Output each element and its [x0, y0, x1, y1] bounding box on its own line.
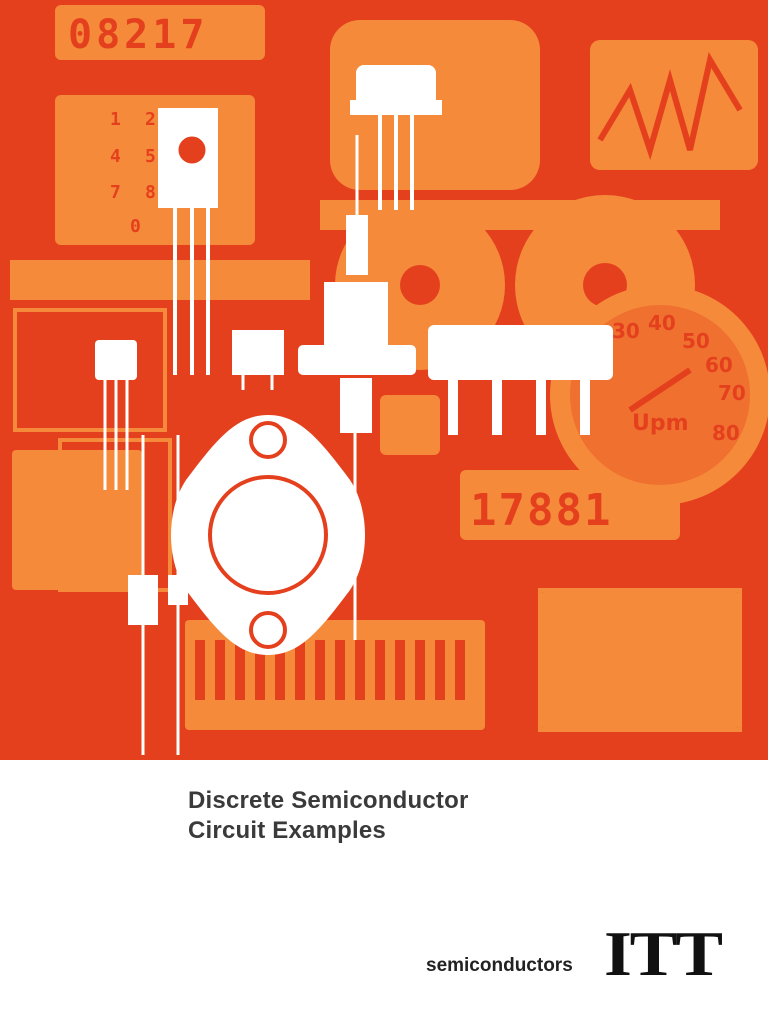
to5-transistor-icon — [350, 65, 442, 210]
axial-diode-icon — [128, 435, 188, 755]
counter-top: 08217 — [68, 12, 208, 58]
grid-panel — [12, 450, 142, 590]
semiconductor-components — [95, 65, 613, 755]
brand-semiconductors-label: semiconductors — [426, 955, 573, 976]
meter-panel — [540, 590, 740, 730]
svg-text:1: 1 — [110, 109, 121, 130]
svg-text:50: 50 — [682, 329, 710, 353]
counter-panel-top — [55, 5, 265, 60]
stud-diode-icon — [298, 135, 416, 640]
band-left — [10, 260, 310, 300]
svg-text:0: 0 — [130, 216, 141, 237]
oscilloscope-panel — [590, 40, 758, 170]
svg-text:60: 60 — [705, 353, 733, 377]
to220-transistor-icon — [158, 108, 218, 375]
svg-text:2: 2 — [145, 109, 156, 130]
svg-text:4: 4 — [110, 146, 121, 167]
cover-title: Discrete Semiconductor Circuit Examples — [188, 786, 468, 846]
svg-text:5: 5 — [145, 146, 156, 167]
title-line-2: Circuit Examples — [188, 817, 386, 844]
to92-transistor-icon — [95, 340, 137, 490]
cover-artwork: 1 2 3 4 5 6 7 8 9 0 08217 17881 — [0, 0, 768, 760]
small-bridge-icon — [232, 330, 284, 390]
sip-module-icon — [428, 325, 613, 435]
counter-middle: 17881 — [470, 485, 612, 536]
svg-text:40: 40 — [648, 311, 676, 335]
svg-text:80: 80 — [712, 421, 740, 445]
title-line-1: Discrete Semiconductor — [188, 787, 469, 814]
svg-text:30: 30 — [612, 319, 640, 343]
svg-text:8: 8 — [145, 182, 156, 203]
svg-text:7: 7 — [110, 182, 121, 203]
small-panel — [380, 395, 440, 455]
oscilloscope-wave — [597, 52, 743, 161]
itt-logo: ITT — [604, 918, 723, 989]
keyboard-keys — [195, 640, 465, 700]
to3-power-transistor-icon — [171, 415, 365, 655]
svg-text:70: 70 — [718, 381, 746, 405]
gauge-unit: Upm — [632, 411, 689, 436]
speed-gauge: 30 40 50 60 70 80 Upm — [550, 285, 768, 505]
